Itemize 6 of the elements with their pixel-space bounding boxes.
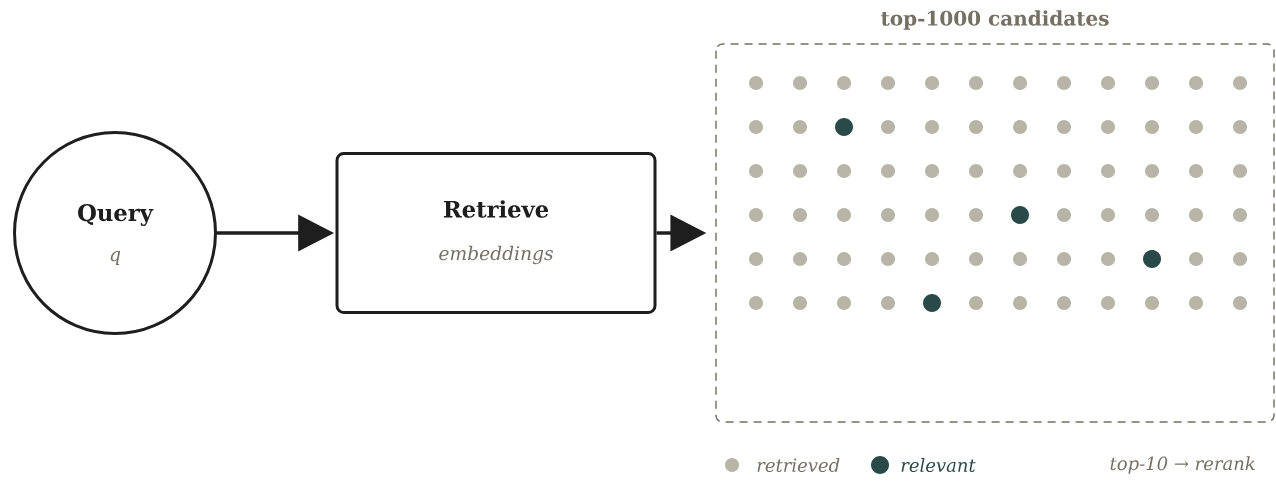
- note: top-10 → rerank: [1110, 456, 1255, 474]
- legend-label: retrieved: [757, 458, 840, 472]
- candidates-box: top-1000 candidates: [715, 10, 1275, 423]
- process-box: Retrieve embeddings: [335, 152, 657, 314]
- node-label: top-1000 candidates: [881, 10, 1109, 30]
- legend-label: relevant: [901, 458, 976, 472]
